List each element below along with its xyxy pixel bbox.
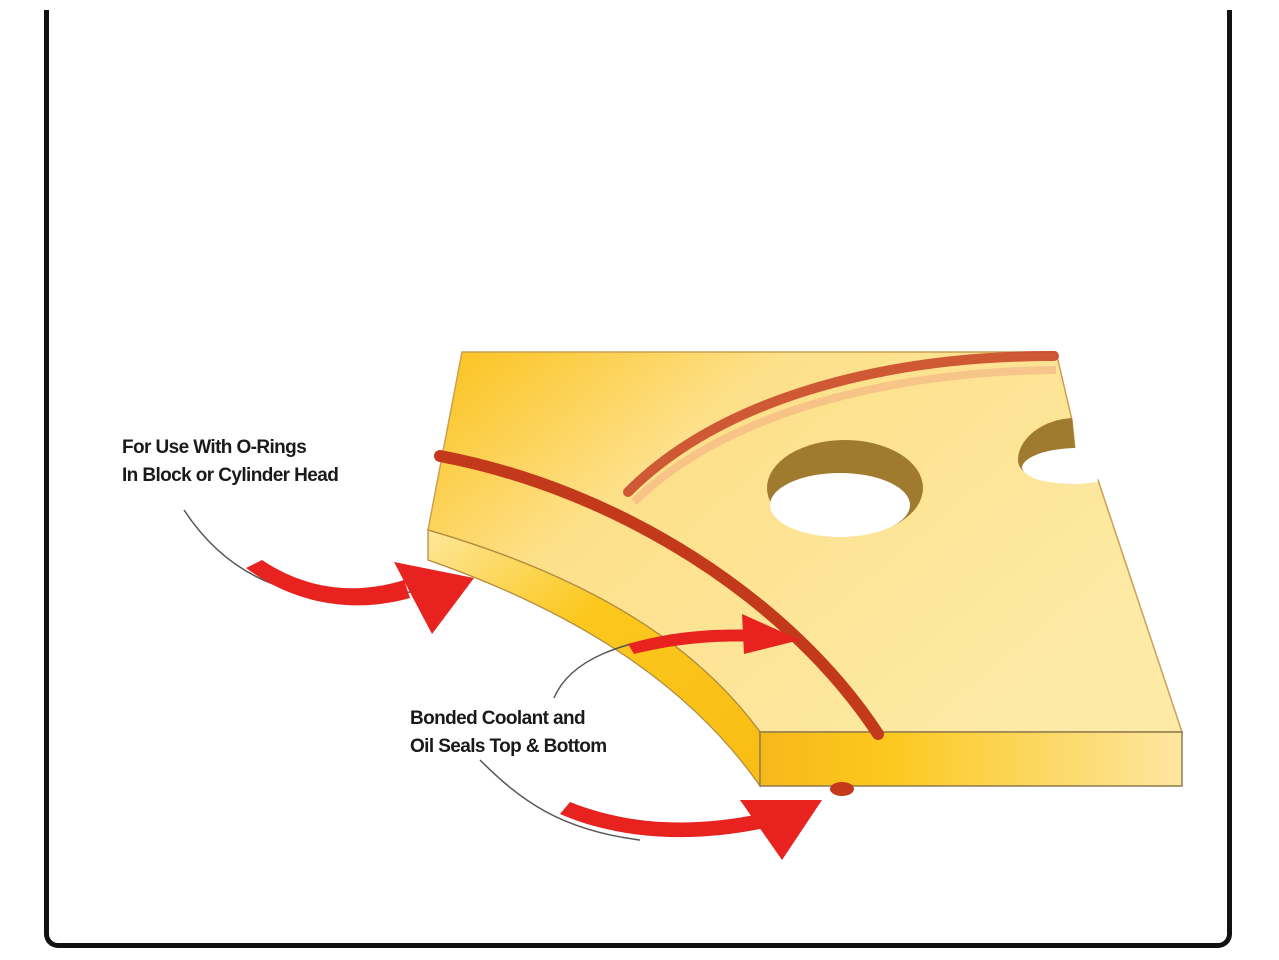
label-orings-line2: In Block or Cylinder Head bbox=[122, 465, 339, 486]
seal-bead-bottom bbox=[830, 782, 854, 796]
edge-notch bbox=[1018, 418, 1098, 484]
label-seals-line2: Oil Seals Top & Bottom bbox=[410, 736, 607, 757]
bolt-hole bbox=[767, 440, 923, 537]
arrow-orings bbox=[183, 509, 474, 634]
label-seals-line1: Bonded Coolant and bbox=[410, 708, 586, 729]
label-seals: Bonded Coolant and Oil Seals Top & Botto… bbox=[410, 705, 607, 761]
seal-bead-primary bbox=[434, 450, 884, 740]
label-orings: For Use With O-Rings In Block or Cylinde… bbox=[122, 434, 339, 490]
arrow-seal-top bbox=[553, 614, 800, 699]
label-orings-line1: For Use With O-Rings bbox=[122, 437, 307, 458]
gasket-front-edge-face bbox=[759, 731, 1183, 787]
seal-bead-secondary bbox=[623, 351, 1059, 497]
arrow-seal-bottom bbox=[479, 759, 822, 860]
